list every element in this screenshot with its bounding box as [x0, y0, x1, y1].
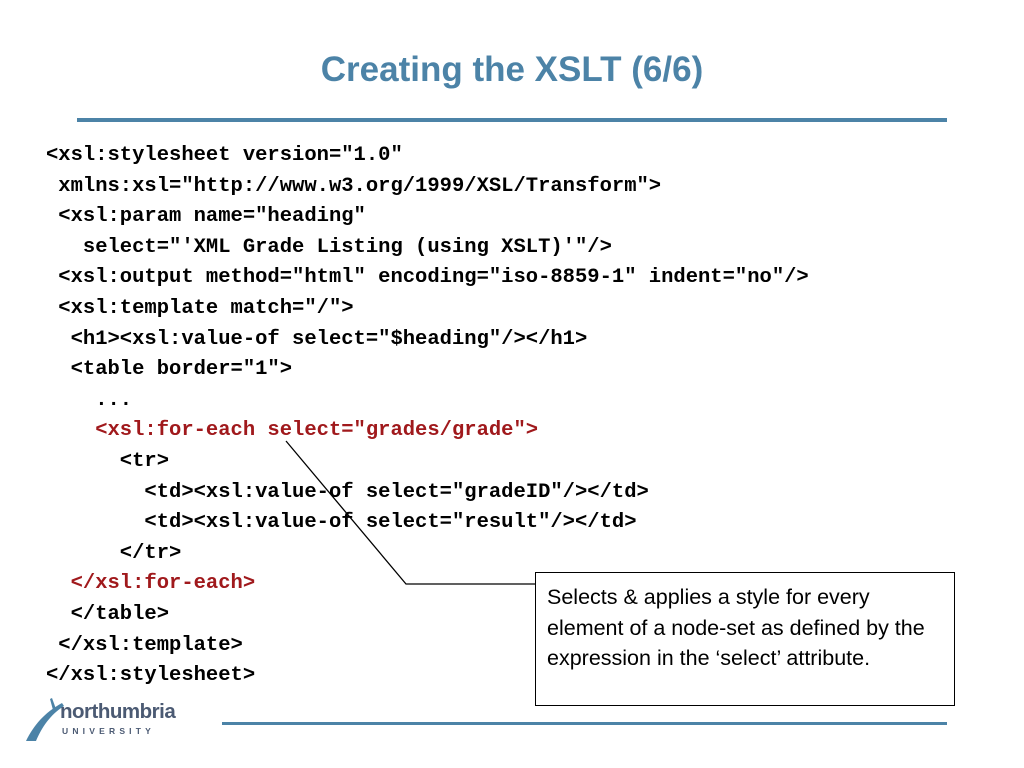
logo-subtitle: UNIVERSITY [62, 726, 156, 736]
code-line: ... [46, 388, 133, 412]
code-line: </tr> [46, 541, 182, 565]
code-line: <table border="1"> [46, 358, 293, 382]
code-line: select="'XML Grade Listing (using XSLT)'… [46, 235, 612, 259]
callout-box: Selects & applies a style for every elem… [535, 572, 955, 706]
footer-divider [222, 722, 947, 725]
logo-mark-icon [26, 698, 64, 741]
code-line: <tr> [46, 449, 170, 473]
code-line-highlighted: </xsl:for-each> [46, 572, 256, 596]
code-line-highlighted: <xsl:for-each select="grades/grade"> [46, 419, 539, 443]
code-line: <td><xsl:value-of select="result"/></td> [46, 511, 637, 535]
code-line: </xsl:template> [46, 633, 243, 657]
code-line: <xsl:template match="/"> [46, 296, 354, 320]
code-line: <h1><xsl:value-of select="$heading"/></h… [46, 327, 588, 351]
code-line: <xsl:stylesheet version="1.0" [46, 144, 403, 167]
slide-title: Creating the XSLT (6/6) [320, 50, 704, 89]
code-line: </table> [46, 602, 170, 626]
code-line: </xsl:stylesheet> [46, 664, 256, 688]
logo-name: northumbria [60, 700, 176, 723]
title-divider [77, 118, 947, 122]
code-line: <xsl:param name="heading" [46, 205, 366, 229]
code-line: <td><xsl:value-of select="gradeID"/></td… [46, 480, 649, 504]
code-line: <xsl:output method="html" encoding="iso-… [46, 266, 809, 290]
code-line: xmlns:xsl="http://www.w3.org/1999/XSL/Tr… [46, 174, 662, 198]
university-logo: northumbria UNIVERSITY [22, 695, 192, 745]
